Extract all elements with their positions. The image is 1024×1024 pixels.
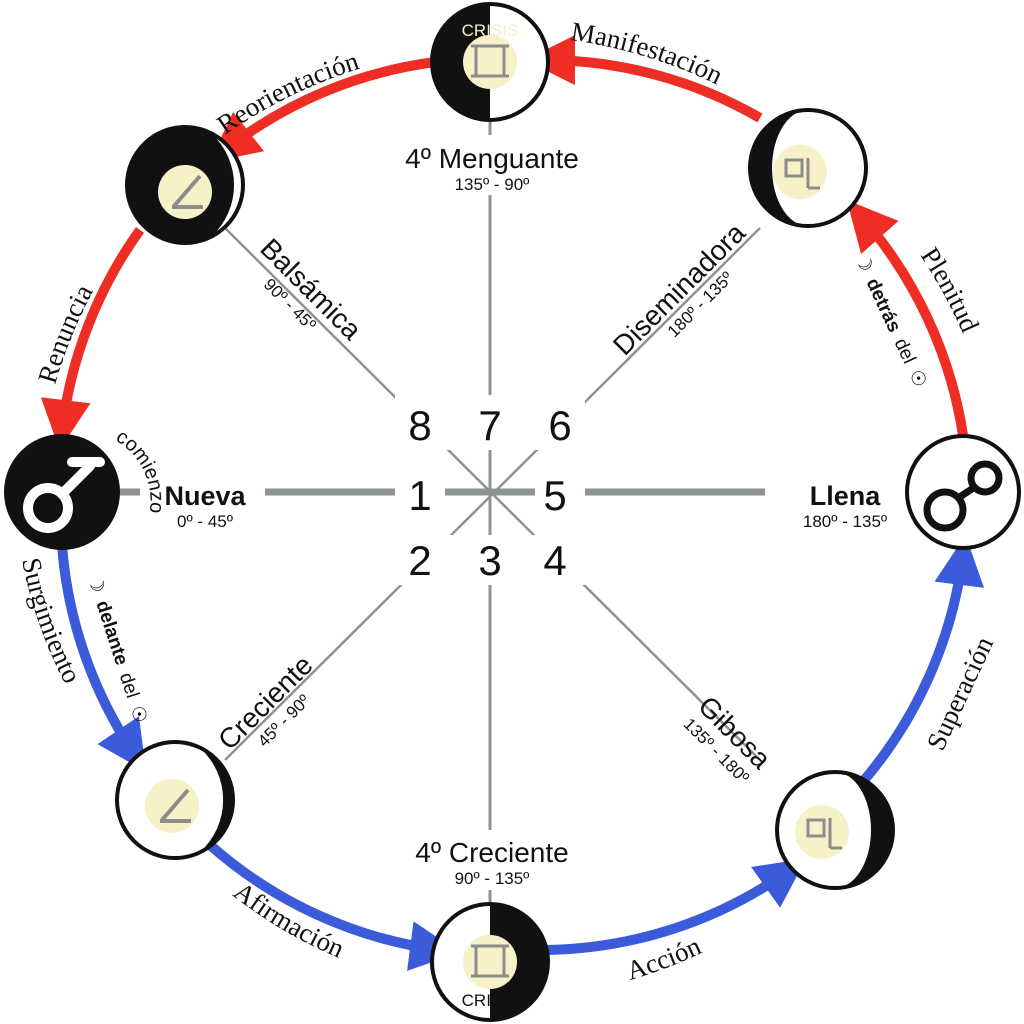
arc-plenitud	[846, 199, 968, 436]
moon-nueva	[4, 434, 120, 550]
phase-number-7: 7	[478, 402, 501, 449]
sesquiquadrate-glyph-icon	[784, 158, 820, 190]
label-cuarto-creciente: 4º Creciente	[415, 837, 568, 868]
semisquare-glyph-icon	[172, 174, 203, 209]
moon-gibosa	[775, 770, 895, 890]
opposition-glyph-icon	[923, 460, 1003, 532]
arc-reorientacion	[209, 57, 436, 163]
label-diseminadora: Diseminadora	[607, 217, 751, 361]
label-cuarto-menguante: 4º Menguante	[405, 143, 579, 174]
phase-number-2: 2	[408, 537, 431, 584]
moon-llena	[905, 434, 1021, 550]
crisis-label-top: CRISIS	[462, 21, 519, 40]
arc-superacion	[856, 535, 985, 789]
range-cuarto-menguante: 135º - 90º	[455, 175, 530, 194]
conjunction-glyph-icon	[23, 457, 105, 533]
square-glyph-icon	[471, 44, 509, 78]
note-detras: ☽ detrás del ☉	[850, 251, 930, 391]
range-llena: 180º - 135º	[803, 512, 887, 531]
note-delante: ☽ delante del ☉	[83, 573, 151, 726]
arc-label-manifestacion: Manifestación	[569, 16, 728, 90]
sun-glyph-icon: ☉	[904, 367, 930, 391]
label-nueva: Nueva	[164, 481, 246, 511]
phase-numbers: 1 2 3 4 5 6 7 8	[408, 402, 571, 584]
arc-surgimiento	[57, 544, 147, 772]
phase-number-6: 6	[548, 402, 571, 449]
phase-number-4: 4	[543, 537, 566, 584]
sesquiquadrate-glyph-icon	[806, 818, 842, 850]
range-nueva: 0º - 45º	[177, 512, 233, 531]
moon-cuarto-menguante: CRISIS	[430, 2, 550, 122]
arc-accion	[544, 858, 807, 955]
moon-creciente	[115, 740, 235, 860]
cycle-ring	[40, 35, 985, 971]
arc-label-reorientacion: Reorientación	[211, 45, 362, 140]
crisis-label-bottom: CRISIS	[462, 991, 519, 1010]
spoke-diag-2	[224, 227, 761, 761]
moon-glyph-icon: ☽	[850, 251, 876, 275]
sun-glyph-icon: ☉	[126, 703, 151, 726]
phase-number-3: 3	[478, 537, 501, 584]
moon-glyph-icon: ☽	[83, 573, 108, 596]
semisquare-glyph-icon	[160, 788, 191, 823]
arc-renuncia	[40, 227, 145, 450]
range-cuarto-creciente: 90º - 135º	[455, 869, 530, 888]
arc-afirmacion	[206, 841, 460, 971]
moon-balsamica	[125, 125, 245, 245]
phase-number-5: 5	[543, 472, 566, 519]
label-masks	[140, 135, 905, 890]
moon-diseminadora	[748, 108, 868, 228]
phase-number-8: 8	[408, 402, 431, 449]
arc-label-superacion: Superación	[921, 632, 1000, 755]
label-comienzo: comienzo	[112, 426, 167, 515]
arc-manifestacion	[525, 35, 763, 123]
square-glyph-icon	[471, 944, 509, 978]
moon-cuarto-creciente: CRISIS	[430, 902, 550, 1022]
label-llena: Llena	[810, 481, 882, 511]
phase-number-1: 1	[408, 472, 431, 519]
